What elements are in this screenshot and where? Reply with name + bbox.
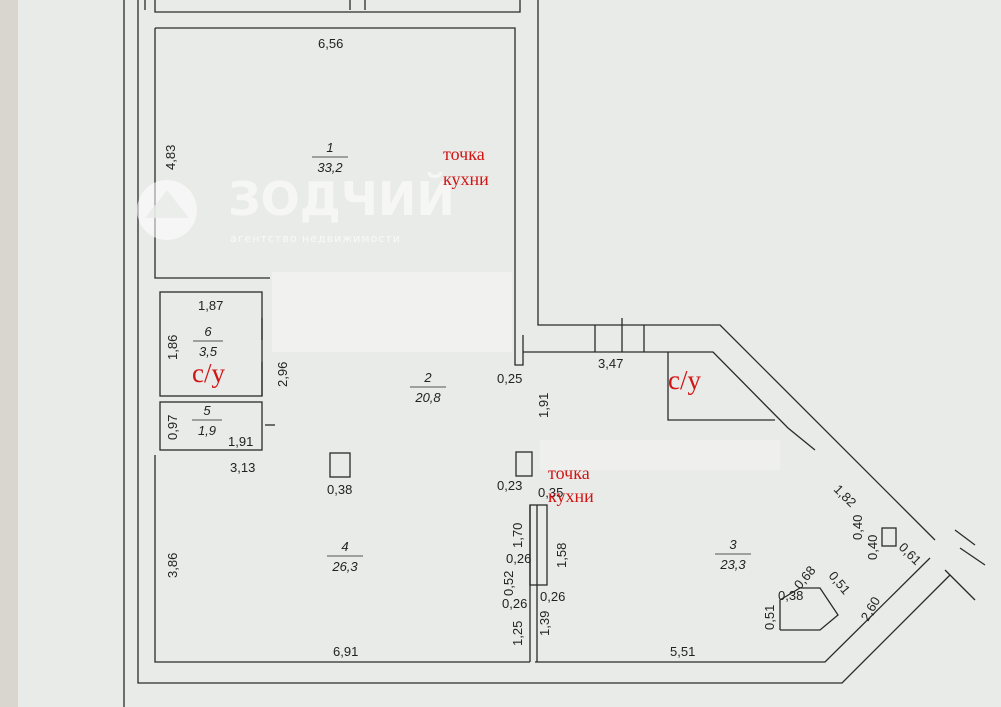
dim-label: 1,87: [198, 298, 223, 313]
dim-label: 5,51: [670, 644, 695, 659]
dim-label: 1,58: [554, 543, 569, 568]
room-4-number: 4: [341, 539, 348, 554]
watermark-brand: ЗОДЧИЙ: [228, 172, 455, 226]
paper-edge: [0, 0, 18, 707]
room-5-number: 5: [203, 403, 211, 418]
dim-label: 0,40: [850, 515, 865, 540]
outer-walls: [123, 0, 951, 707]
dim-label: 1,70: [510, 523, 525, 548]
dim-label: 0,26: [502, 596, 527, 611]
dim-label: 1,86: [165, 335, 180, 360]
dim-label: 3,47: [598, 356, 623, 371]
room-4-area: 26,3: [331, 559, 358, 574]
inner-walls: [154, 27, 986, 663]
dim-label: 6,56: [318, 36, 343, 51]
dim-label: 2,96: [275, 362, 290, 387]
dim-label: 1,82: [831, 482, 860, 511]
room-2-area: 20,8: [414, 390, 441, 405]
room-3-number: 3: [729, 537, 737, 552]
watermark-subtitle: агентство недвижимости: [230, 232, 401, 245]
dim-label: 0,97: [165, 415, 180, 440]
dim-label: 0,26: [506, 551, 531, 566]
room-2-number: 2: [423, 370, 432, 385]
dim-label: 4,83: [163, 145, 178, 170]
dim-label: 0,52: [501, 571, 516, 596]
dim-label: 0,40: [865, 535, 880, 560]
watermark: ЗОДЧИЙ агентство недвижимости: [137, 172, 455, 245]
room-6-area: 3,5: [199, 344, 218, 359]
watermark-logo-icon: [137, 180, 197, 240]
dim-label: 1,25: [510, 621, 525, 646]
dim-label: 0,38: [778, 588, 803, 603]
room-5-area: 1,9: [198, 423, 216, 438]
wc-label-2: с/у: [668, 365, 701, 395]
dim-label: 0,23: [497, 478, 522, 493]
dim-label: 0,25: [497, 371, 522, 386]
dim-label: 3,86: [165, 553, 180, 578]
red-annotations: точка кухни точка кухни с/у с/у: [192, 144, 701, 506]
room-6-number: 6: [204, 324, 212, 339]
kitchen-point-note-1: точка: [443, 144, 485, 164]
room-labels: 1 33,2 2 20,8 3 23,3 4 26,3 5 1,9 6 3,5: [192, 140, 751, 574]
dim-label: 1,39: [537, 611, 552, 636]
blurred-area: [272, 272, 512, 352]
room-3-area: 23,3: [719, 557, 746, 572]
kitchen-point-note-2: точка: [548, 463, 590, 483]
dim-label: 0,35: [538, 485, 563, 500]
dim-label: 1,91: [536, 393, 551, 418]
dim-label: 0,51: [826, 568, 854, 597]
room-1-number: 1: [326, 140, 333, 155]
blurred-area-2: [540, 440, 780, 470]
room-1-area: 33,2: [317, 160, 343, 175]
kitchen-point-note-2-line2: кухни: [548, 486, 594, 506]
dim-label: 6,91: [333, 644, 358, 659]
dim-label: 1,91: [228, 434, 253, 449]
dim-label: 0,51: [762, 605, 777, 630]
dim-label: 0,38: [327, 482, 352, 497]
dim-label: 3,13: [230, 460, 255, 475]
kitchen-point-note-1-line2: кухни: [443, 169, 489, 189]
dim-label: 0,61: [896, 540, 925, 569]
wc-label-1: с/у: [192, 358, 225, 388]
dim-label: 0,26: [540, 589, 565, 604]
